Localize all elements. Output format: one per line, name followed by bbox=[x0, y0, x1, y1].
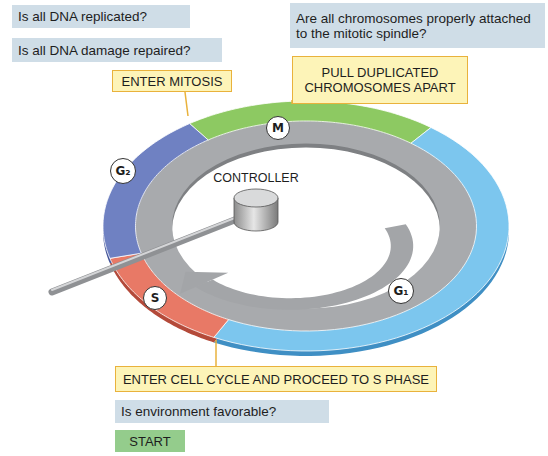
controller-hand bbox=[52, 212, 255, 292]
node-text: Is environment favorable? bbox=[121, 404, 276, 419]
node-text: ENTER CELL CYCLE AND PROCEED TO S PHASE bbox=[123, 372, 429, 387]
node-text: START bbox=[129, 434, 170, 449]
transition-box: ENTER MITOSIS bbox=[112, 70, 232, 92]
checkpoint-question: Is all DNA replicated? bbox=[12, 5, 190, 28]
node-text: ENTER MITOSIS bbox=[122, 74, 223, 89]
node-text: G₁ bbox=[393, 284, 408, 298]
phase-circle: S bbox=[143, 286, 167, 310]
node-text: Is all DNA replicated? bbox=[18, 9, 147, 24]
cycle-arrow bbox=[196, 224, 414, 310]
leader-line bbox=[185, 92, 188, 116]
controller-label: CONTROLLER bbox=[213, 171, 298, 185]
transition-box: PULL DUPLICATED CHROMOSOMES APART bbox=[292, 56, 468, 104]
node-text: M bbox=[272, 121, 284, 135]
node-text: PULL DUPLICATED CHROMOSOMES APART bbox=[299, 65, 461, 95]
phase-segment bbox=[214, 127, 509, 350]
phase-circle: G₁ bbox=[388, 278, 414, 304]
node-text: G₂ bbox=[115, 164, 130, 178]
phase-segment bbox=[190, 101, 431, 143]
checkpoint-question: Are all chromosomes properly attached to… bbox=[290, 3, 545, 48]
phase-circle: G₂ bbox=[110, 158, 136, 184]
phase-circle: M bbox=[266, 116, 290, 140]
cylinder-top bbox=[234, 189, 278, 207]
checkpoint-question: Is environment favorable? bbox=[115, 400, 329, 423]
controller-track bbox=[135, 121, 476, 331]
arrow-head bbox=[180, 272, 228, 294]
node-text: S bbox=[151, 291, 160, 305]
transition-box: ENTER CELL CYCLE AND PROCEED TO S PHASE bbox=[115, 366, 437, 392]
leader-line bbox=[215, 340, 217, 366]
node-text: Is all DNA damage repaired? bbox=[18, 43, 191, 58]
node-text: Are all chromosomes properly attached to… bbox=[296, 11, 539, 41]
checkpoint-question: Is all DNA damage repaired? bbox=[12, 38, 222, 62]
start-box: START bbox=[115, 430, 185, 452]
hand-highlight bbox=[52, 210, 255, 290]
